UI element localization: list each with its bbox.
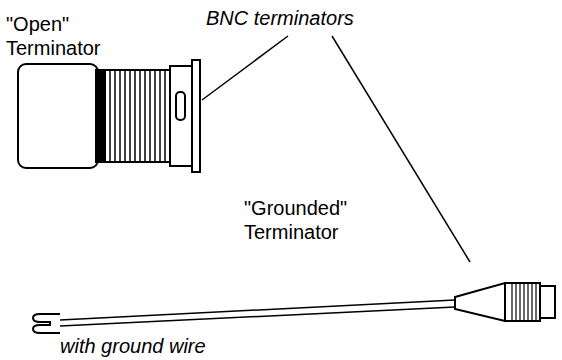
note-label: with ground wire <box>60 334 360 358</box>
bayonet-slot <box>176 92 185 120</box>
sleeve-band <box>96 70 106 162</box>
part-label: "Grounded" Terminator <box>244 196 369 244</box>
collar-rim <box>192 60 200 172</box>
ground-wire <box>60 307 455 326</box>
knurl-ridge <box>535 284 536 320</box>
spade-lug <box>33 314 60 333</box>
knurl-ridge <box>139 71 141 161</box>
knurl-ridge <box>124 71 126 161</box>
knurl-ridge <box>134 71 136 161</box>
knurl-ridge <box>159 71 161 161</box>
title-label: BNC terminators <box>206 6 426 30</box>
knurl-ridge <box>144 71 146 161</box>
knurled-sleeve <box>96 70 170 162</box>
part-label: "Open" Terminator <box>6 12 118 60</box>
connector-body <box>505 283 540 321</box>
knurl-ridge <box>523 284 524 320</box>
knurl-ridge <box>149 71 151 161</box>
knurl-ridge <box>114 71 116 161</box>
knurl-ridge <box>531 284 532 320</box>
knurl-ridge <box>129 71 131 161</box>
knurl-ridge <box>527 284 528 320</box>
knurling <box>512 284 536 320</box>
knurl-ridge <box>119 71 121 161</box>
knurl-ridge <box>154 71 156 161</box>
cable-boot <box>455 283 505 321</box>
knurl-ridge <box>515 284 516 320</box>
leader-line <box>332 36 470 262</box>
knurl-ridge <box>511 284 512 320</box>
terminator-body <box>18 64 98 168</box>
knurl-ridge <box>164 71 166 161</box>
leader-line <box>202 36 288 100</box>
bayonet-collar <box>170 66 192 166</box>
knurl-ridge <box>519 284 520 320</box>
knurl-ridge <box>109 71 111 161</box>
connector-rim <box>540 286 555 318</box>
knurling <box>110 71 165 161</box>
